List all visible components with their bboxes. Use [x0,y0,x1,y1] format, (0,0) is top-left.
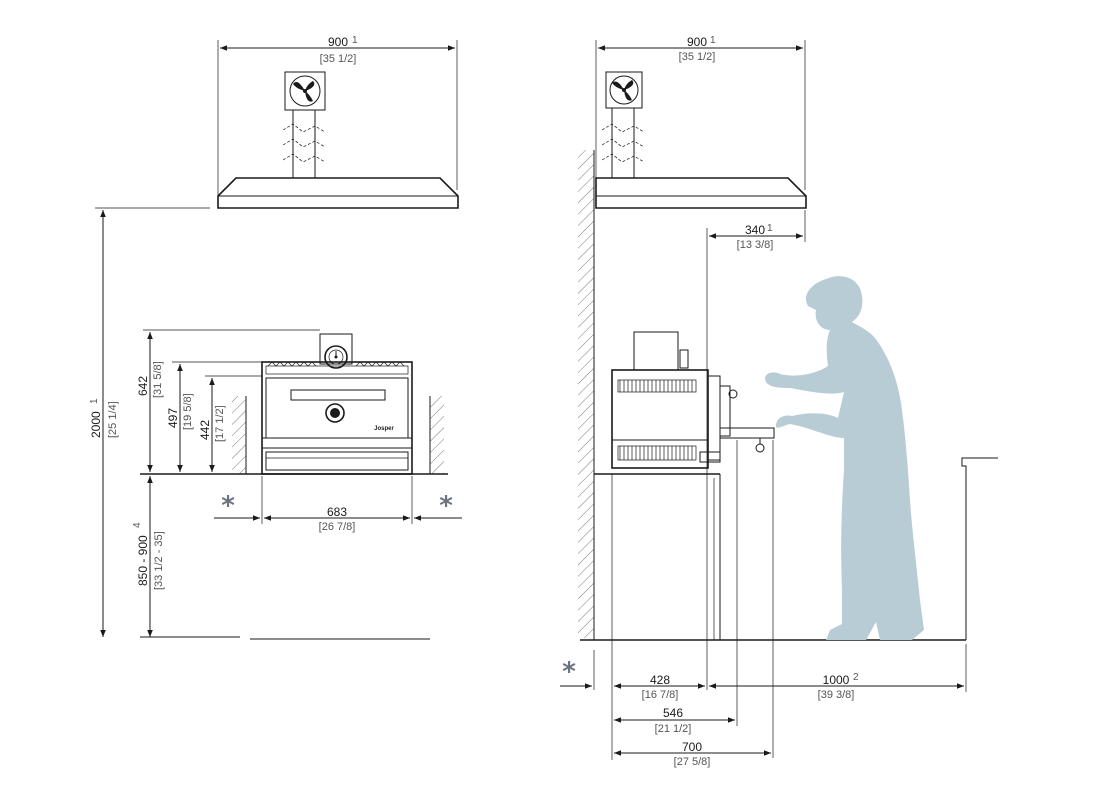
front-counter-height-note: 4 [132,522,143,528]
side-counter [580,440,998,760]
side-hood-width-imperial: [35 1/2] [679,51,716,63]
side-hood-width-dimension: 900 1 [35 1/2] [595,35,806,190]
front-height-442-dimension: 442 [17 1/2] [198,375,262,472]
side-hood [595,177,807,209]
side-work-zone-dimension: 1000 2 [39 3/8] [709,644,967,701]
front-width-683-value: 683 [327,505,347,519]
front-duct [282,110,326,178]
front-side-walls [232,396,444,474]
front-height-497-value: 497 [166,408,180,428]
side-depth-700-value: 700 [682,740,702,754]
front-clearance-marker-right: * [439,491,453,521]
front-hood-width-imperial: [35 1/2] [320,53,357,65]
side-depth-700-imperial: [27 5/8] [674,756,711,768]
front-height-497-imperial: [19 5/8] [182,393,194,430]
side-depth-546-dimension: 546 [21 1/2] [614,706,735,735]
front-height-442-value: 442 [198,420,212,440]
side-work-zone-value: 1000 [823,673,850,687]
front-hood-width-dimension: 900 1 [35 1/2] [217,35,458,200]
side-depth-700-dimension: 700 [27 5/8] [614,740,771,768]
side-depth-428-value: 428 [650,673,670,687]
front-width-683-dimension: 683 [26 7/8] * * [214,476,462,533]
side-clearance-marker: * [562,657,576,687]
side-hood-offset-imperial: [13 3/8] [737,239,774,251]
front-total-height-value: 2000 [89,411,103,438]
side-work-zone-imperial: [39 3/8] [818,689,855,701]
front-counter-height-value: 850 - 900 [136,535,150,586]
front-height-442-imperial: [17 1/2] [214,405,226,442]
side-hood-width-note: 1 [710,35,716,46]
side-hood-offset-dimension: 340 1 [13 3/8] [706,210,806,690]
front-counter [140,473,448,640]
front-height-497-dimension: 497 [19 5/8] [166,361,262,472]
front-hood-width-value: 900 [328,35,348,49]
side-work-zone-note: 2 [853,672,859,683]
side-view: 900 1 [35 1/2] [560,35,998,768]
fan-icon [284,71,326,111]
side-hood-width-value: 900 [687,35,707,49]
side-wall [578,150,595,640]
side-hood-offset-note: 1 [767,223,773,234]
front-width-683-imperial: [26 7/8] [319,521,356,533]
front-height-642-value: 642 [136,376,150,396]
brand-label: Josper [374,426,394,432]
side-depth-428-dimension: 428 [16 7/8] * [560,650,705,701]
front-view: 900 1 [35 1/2] [89,35,462,640]
front-height-642-dimension: 642 [31 5/8] [136,329,320,472]
front-total-height-dimension: 2000 1 [25 1/4] [89,207,210,637]
side-hood-offset-value: 340 [745,223,765,237]
side-depth-546-imperial: [21 1/2] [655,723,692,735]
front-appliance: Josper [261,361,413,475]
front-hood [217,177,459,209]
side-appliance [611,331,775,469]
side-duct [601,108,645,178]
side-depth-428-imperial: [16 7/8] [642,689,679,701]
front-counter-height-dimension: 850 - 900 4 [33 1/2 - 35] [132,476,165,637]
front-total-height-imperial: [25 1/4] [107,401,119,438]
front-total-height-note: 1 [89,398,100,404]
person-silhouette [765,276,924,640]
side-depth-546-value: 546 [663,706,683,720]
front-clearance-marker-left: * [221,491,235,521]
front-counter-height-imperial: [33 1/2 - 35] [153,531,165,590]
front-hood-width-note: 1 [352,35,358,46]
fan-icon [605,71,643,109]
front-chimney-collar [319,333,353,369]
front-height-642-imperial: [31 5/8] [152,361,164,398]
